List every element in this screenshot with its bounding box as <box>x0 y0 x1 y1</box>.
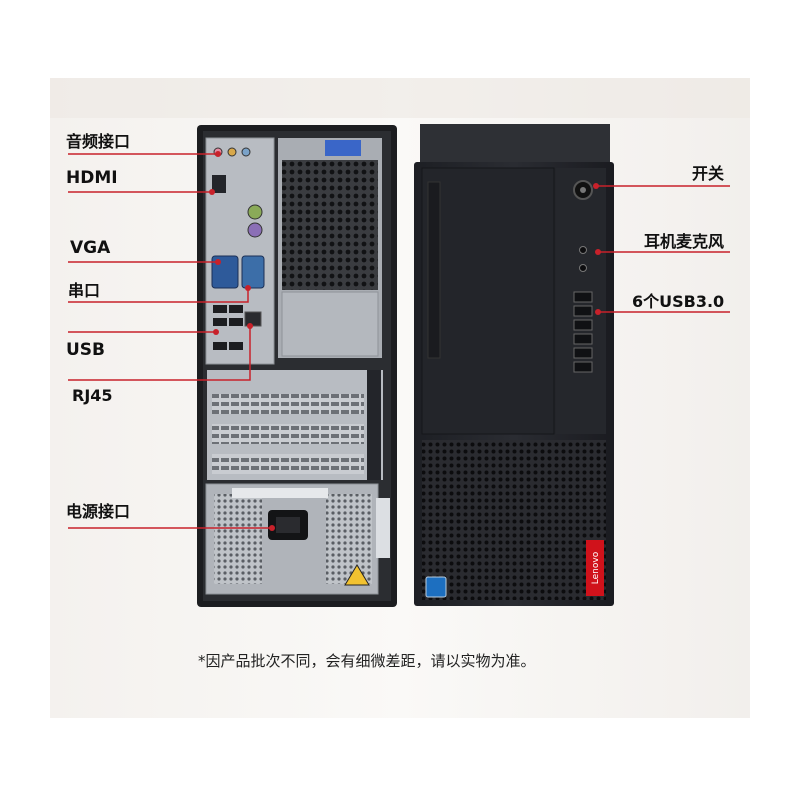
label-rj45: RJ45 <box>72 386 113 405</box>
cpu-sticker <box>425 576 447 598</box>
rear-tower <box>197 125 397 607</box>
callout-dots <box>209 151 601 531</box>
label-hdmi: HDMI <box>66 168 118 188</box>
label-audio-port: 音频接口 <box>66 132 131 151</box>
callout-lines <box>68 153 730 529</box>
front-tower: Lenovo <box>414 124 614 606</box>
brand-logo: Lenovo <box>591 551 601 584</box>
label-power-port: 电源接口 <box>66 502 131 521</box>
label-power-switch: 开关 <box>692 164 725 183</box>
label-serial-port: 串口 <box>68 281 101 300</box>
brand-badge <box>586 540 604 596</box>
label-vga: VGA <box>70 238 111 258</box>
disclaimer-text: *因产品批次不同，会有细微差距，请以实物为准。 <box>198 652 536 670</box>
label-headset-mic: 耳机麦克风 <box>644 232 725 251</box>
label-usb: USB <box>66 340 106 360</box>
label-usb3: 6个USB3.0 <box>632 292 725 311</box>
background-panel <box>50 78 750 718</box>
